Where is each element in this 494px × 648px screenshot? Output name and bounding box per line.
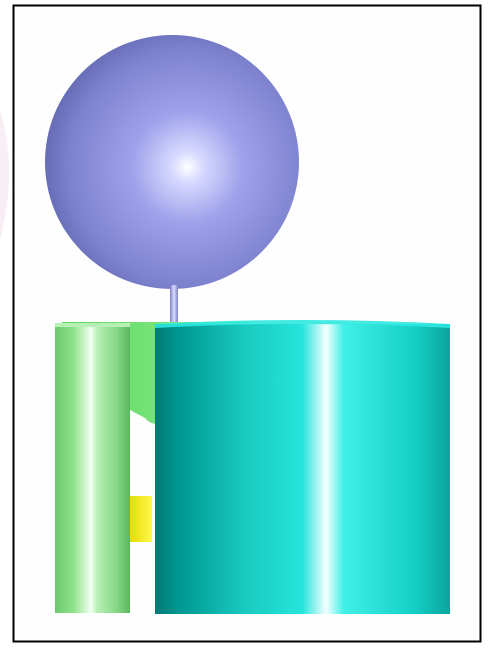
cyan-cylinder-large[interactable]	[155, 324, 450, 614]
sphere[interactable]	[45, 35, 299, 289]
yellow-block[interactable]	[130, 496, 152, 542]
cyan-cylinder-top-edge	[154, 320, 451, 328]
green-cylinder-small[interactable]	[55, 325, 130, 613]
left-tint-area	[0, 110, 9, 240]
green-cylinder-top	[55, 323, 130, 327]
sphere-stem[interactable]	[170, 285, 178, 327]
